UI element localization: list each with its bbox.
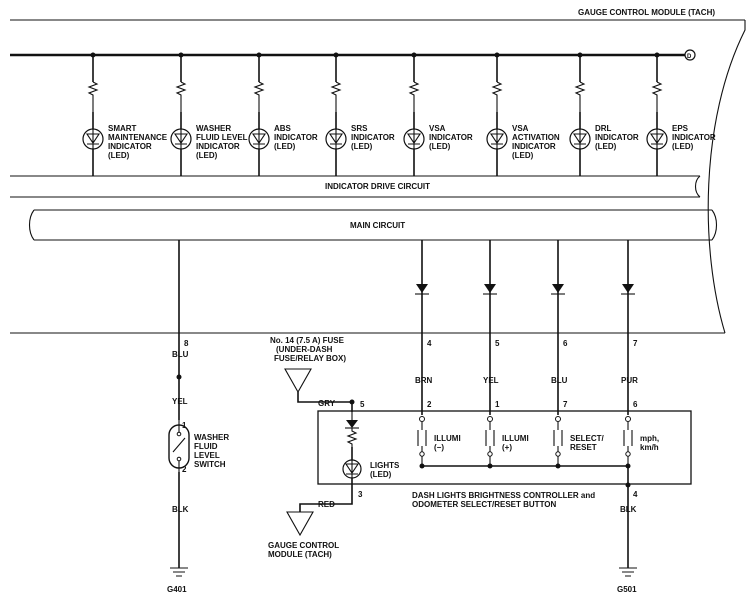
washer-switch-pin-1: 1 xyxy=(182,421,187,430)
bus-terminal-circle xyxy=(684,49,696,61)
lights-wire-out: RED xyxy=(318,500,335,509)
wire-color: YEL xyxy=(483,376,499,385)
bus-terminal-label: D xyxy=(687,54,692,60)
indicator-drive-circuit-label: INDICATOR DRIVE CIRCUIT xyxy=(325,182,430,191)
switch-label: mph,km/h xyxy=(640,434,659,452)
washer-wire-mid: YEL xyxy=(172,397,188,406)
connector-pin: 1 xyxy=(495,400,500,409)
lights-wire-in: GRY xyxy=(318,399,336,408)
washer-switch-label: WASHER FLUID LEVEL SWITCH xyxy=(194,433,231,469)
washer-branch xyxy=(168,240,190,577)
washer-switch-pin-2: 2 xyxy=(182,465,187,474)
controller-ground-pin: 4 xyxy=(633,490,638,499)
module-outline xyxy=(10,19,746,334)
switch-label: ILLUMI(+) xyxy=(502,434,529,452)
fuse-feed xyxy=(284,368,355,412)
gcm-pin: 6 xyxy=(563,339,568,348)
controller-label: DASH LIGHTS BRIGHTNESS CONTROLLER and OD… xyxy=(412,491,597,509)
washer-wire-bottom: BLK xyxy=(172,505,189,514)
wire-color: BLU xyxy=(551,376,568,385)
main-circuit-band xyxy=(28,209,718,241)
lights-pin-in: 5 xyxy=(360,400,365,409)
gcm-pin: 7 xyxy=(633,339,638,348)
lights-label: LIGHTS (LED) xyxy=(370,461,402,479)
switch-label: SELECT/RESET xyxy=(570,434,605,452)
indicator-drive-circuit-band xyxy=(10,175,701,198)
main-circuit-label: MAIN CIRCUIT xyxy=(350,221,405,230)
fuse-label: No. 14 (7.5 A) FUSE (UNDER-DASH FUSE/REL… xyxy=(270,336,346,363)
connector-pin: 6 xyxy=(633,400,638,409)
module-title: GAUGE CONTROL MODULE (TACH) xyxy=(578,8,715,17)
controller-wires-group: 4BRN2ILLUMI(−)5YEL1ILLUMI(+)6BLU7SELECT/… xyxy=(415,240,659,469)
wire-color: BRN xyxy=(415,376,433,385)
gcm-pin: 5 xyxy=(495,339,500,348)
switch-label: ILLUMI(−) xyxy=(434,434,461,452)
gcm-bottom-label: GAUGE CONTROL MODULE (TACH) xyxy=(268,541,341,559)
controller-ground-label: G501 xyxy=(617,585,637,594)
lights-led xyxy=(299,412,362,512)
connector-pin: 2 xyxy=(427,400,432,409)
washer-ground-label: G401 xyxy=(167,585,187,594)
washer-wire-top: BLU xyxy=(172,350,189,359)
lights-pin-out: 3 xyxy=(358,490,363,499)
connector-pin: 7 xyxy=(563,400,568,409)
controller-ground xyxy=(619,466,637,577)
washer-pin-top: 8 xyxy=(184,339,189,348)
gcm-bottom-symbol xyxy=(286,511,314,537)
gcm-pin: 4 xyxy=(427,339,432,348)
controller-box xyxy=(317,410,692,485)
wire-color: PUR xyxy=(621,376,638,385)
controller-ground-wire: BLK xyxy=(620,505,637,514)
